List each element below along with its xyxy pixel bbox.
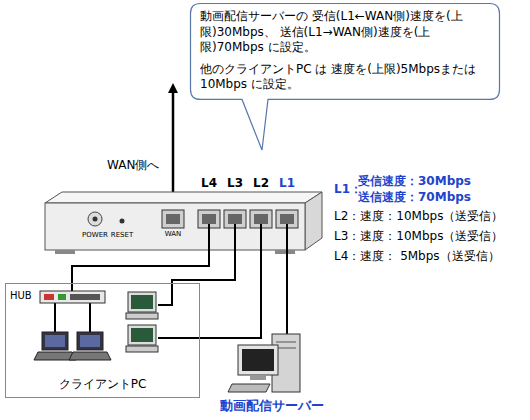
laptop-screen	[42, 332, 68, 350]
desktop-pc	[126, 325, 158, 352]
lan-port-socket	[254, 214, 268, 224]
speed-value: L4：速度： 5Mbps（送受信）	[334, 249, 500, 264]
cables	[55, 224, 287, 338]
client-group-box: クライアントPC	[5, 283, 200, 398]
hub-cable	[54, 303, 56, 332]
group-title: クライアントPC	[6, 377, 199, 393]
callout-text: 他のクライアントPC は 速度を(上限)5Mbpsまたは 10Mbps に設定。	[200, 62, 490, 93]
keyboard	[228, 384, 270, 392]
port-label: L1	[275, 176, 299, 191]
port-label: L3	[223, 176, 247, 191]
speed-value: L2：速度：10Mbps（送受信）	[334, 209, 503, 224]
lan-port-socket	[202, 214, 216, 224]
router	[45, 192, 322, 254]
wan-port-socket	[166, 214, 180, 224]
server	[228, 334, 300, 392]
pc-base	[126, 346, 158, 352]
hub-led	[44, 294, 54, 300]
direction-label: WAN側へ	[106, 158, 160, 173]
jack-label: POWER	[75, 231, 115, 240]
port-label: L4	[197, 176, 221, 191]
pc-monitor	[128, 292, 156, 312]
server-monitor	[238, 345, 278, 375]
wan-arrow	[172, 88, 175, 196]
server-slot	[276, 342, 296, 343]
server-slot	[276, 348, 296, 349]
hub-cable	[89, 303, 91, 332]
hub	[40, 291, 105, 303]
laptop-display	[80, 335, 100, 347]
speed-label: L1：	[334, 182, 362, 197]
router-top	[45, 192, 322, 203]
callout-text: 動画配信サーバーの 受信(L1←WAN側)速度を(上限)30Mbps、 送信(L…	[200, 9, 490, 56]
router-foot	[55, 250, 75, 254]
wan-port	[162, 210, 184, 228]
laptop-screen	[77, 332, 103, 350]
pc-screen	[131, 295, 153, 309]
monitor-stand	[250, 376, 266, 380]
lan-port-socket	[228, 214, 242, 224]
power-jack-pin	[93, 217, 98, 222]
device-label: HUB	[9, 290, 33, 303]
pc-monitor	[128, 325, 156, 345]
cable-l2	[158, 224, 261, 338]
pc-base	[126, 313, 158, 319]
desktop-pc	[126, 292, 158, 319]
server-screen	[242, 349, 274, 371]
router-side	[305, 192, 322, 250]
speed-value: 送信速度：70Mbps	[358, 190, 471, 205]
button-label: RESET	[104, 231, 140, 240]
speed-value: L3：速度：10Mbps（送受信）	[334, 229, 503, 244]
cable-l1	[286, 224, 288, 334]
lan-port-socket	[280, 214, 294, 224]
pc-screen	[131, 328, 153, 342]
speed-value: 受信速度：30Mbps	[358, 174, 471, 189]
port-label: L2	[249, 176, 273, 191]
hub-ports	[70, 294, 100, 300]
callout-bubble: 動画配信サーバーの 受信(L1←WAN側)速度を(上限)30Mbps、 送信(L…	[190, 3, 500, 100]
router-front	[45, 203, 305, 250]
laptop	[34, 332, 76, 360]
reset-button	[120, 219, 125, 224]
laptop	[69, 332, 111, 360]
port-name: WAN	[155, 230, 191, 239]
router-foot	[275, 250, 295, 254]
power-jack	[88, 212, 102, 226]
laptop-display	[45, 335, 65, 347]
hub-body	[40, 291, 105, 303]
laptop-base	[69, 352, 111, 360]
device-label: 動画配信サーバー	[212, 398, 332, 414]
callout-shape	[191, 4, 500, 151]
hub-led	[58, 294, 66, 300]
